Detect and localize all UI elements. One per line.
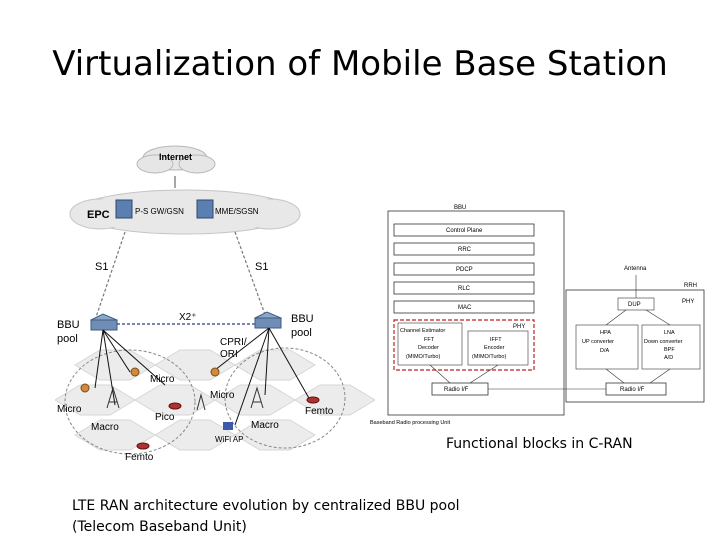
macro-label: Macro: [251, 420, 279, 431]
dup-label: DUP: [628, 302, 641, 308]
macro-label: Macro: [91, 422, 119, 433]
rrh-label: RRH: [684, 283, 697, 289]
micro-cell-icon: [80, 383, 90, 393]
functional-blocks-caption: Functional blocks in C-RAN: [446, 436, 633, 452]
s1-left-label: S1: [95, 261, 108, 273]
micro-tower-icon: [196, 393, 206, 411]
bbu-pool-left-icon: [89, 313, 119, 331]
ad-label: A/D: [664, 355, 673, 361]
wifi-label: WiFi AP: [215, 435, 243, 444]
functional-blocks-diagram: BBU Control Plane RRC PDCP RLC MAC PHY C…: [370, 205, 705, 426]
decoder-label: Decoder: [418, 345, 439, 351]
radio-if-right-label: Radio I/F: [620, 387, 645, 393]
epc-label: EPC: [87, 209, 110, 221]
encoder-sub-label: (MIMO/Turbo): [472, 354, 506, 360]
control-plane-block: [393, 223, 535, 237]
ps-gw-label: P-S GW/GSN: [135, 207, 184, 216]
macro-tower-left-icon: [106, 386, 120, 409]
rx-chain-block: [641, 324, 701, 370]
internet-label: Internet: [159, 152, 192, 162]
cpri-label-2: ORI: [220, 349, 238, 360]
macro-tower-right-icon: [250, 386, 264, 409]
ps-gw-server-icon: [115, 199, 133, 219]
internet-cloud: [136, 145, 216, 174]
bbu-pool-right-icon: [253, 311, 283, 329]
slide-title: Virtualization of Mobile Base Station: [52, 44, 668, 84]
rlc-block: [393, 281, 535, 295]
up-converter-label: UP converter: [582, 339, 614, 345]
tx-chain-block: [575, 324, 639, 370]
phy2-label: PHY: [682, 299, 694, 305]
bpf-label: BPF: [664, 347, 675, 353]
wifi-ap-icon: [223, 422, 233, 430]
antenna-label: Antenna: [624, 266, 647, 272]
bbu-unit-label: Baseband Radio processing Unit: [370, 420, 451, 426]
pdcp-block: [393, 262, 535, 276]
femto-label: Femto: [125, 452, 154, 463]
phy-label: PHY: [513, 324, 525, 330]
channel-estimator-label: Channel Estimator: [400, 328, 445, 334]
micro-cell-icon: [130, 367, 140, 377]
mac-label: MAC: [458, 305, 472, 311]
bbu-right-label-1: BBU: [291, 313, 314, 325]
decoder-sub-label: (MIMO/Turbo): [406, 354, 440, 360]
da-label: D/A: [600, 348, 610, 354]
lna-label: LNA: [664, 330, 675, 336]
epc-cloud: [69, 189, 301, 235]
cpri-label-1: CPRI/: [220, 337, 247, 348]
micro-label: Micro: [57, 404, 82, 415]
micro-cell-icon: [210, 367, 220, 377]
radio-if-left-label: Radio I/F: [444, 387, 469, 393]
fft-label: FFT: [424, 337, 435, 343]
femto-cell-icon: [306, 396, 320, 404]
encoder-block: [467, 330, 529, 366]
hex-cells: [55, 349, 375, 451]
phy-block: [393, 319, 535, 371]
micro-label: Micro: [150, 374, 175, 385]
cran-architecture-diagram: Internet EPC P-S GW/GSN MME/SGSN S1 S1 B…: [55, 145, 375, 463]
femto-cell-icon: [136, 442, 150, 450]
lte-ran-caption-line-1: LTE RAN architecture evolution by centra…: [72, 498, 460, 514]
x2-label: X2⁺: [179, 312, 197, 323]
bbu-left-label-1: BBU: [57, 319, 80, 331]
rrc-label: RRC: [458, 247, 472, 253]
bbu-right-label-2: pool: [291, 327, 312, 339]
pico-cell-icon: [168, 402, 182, 410]
encoder-label: Encoder: [484, 345, 505, 351]
ifft-label: IFFT: [490, 337, 502, 343]
bbu-left-label-2: pool: [57, 333, 78, 345]
micro-label: Micro: [210, 390, 235, 401]
bbu-title: BBU: [454, 205, 466, 211]
control-plane-label: Control Plane: [446, 228, 483, 234]
rlc-label: RLC: [458, 286, 471, 292]
hpa-label: HPA: [600, 330, 611, 336]
femto-label: Femto: [305, 406, 334, 417]
lte-ran-caption: LTE RAN architecture evolution by centra…: [72, 496, 632, 538]
mme-server-icon: [196, 199, 214, 219]
s1-right-label: S1: [255, 261, 268, 273]
pdcp-label: PDCP: [456, 267, 473, 273]
pico-label: Pico: [155, 412, 175, 423]
mme-label: MME/SGSN: [215, 207, 259, 216]
rrc-block: [393, 242, 535, 256]
down-converter-label: Down converter: [644, 339, 683, 345]
lte-ran-caption-line-2: (Telecom Baseband Unit): [72, 519, 247, 535]
mac-block: [393, 300, 535, 314]
